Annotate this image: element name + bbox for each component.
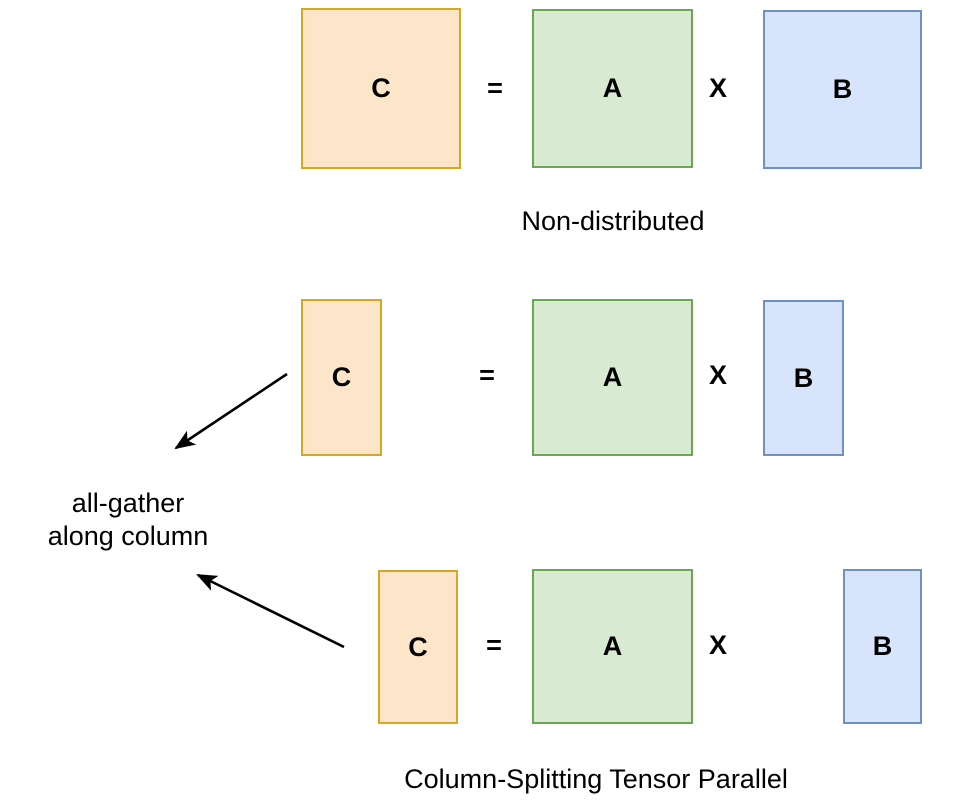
row3-times-symbol: X bbox=[708, 630, 727, 660]
row1-matrix-b: B bbox=[763, 10, 922, 169]
row1-caption: Non-distributed bbox=[521, 206, 705, 236]
row3-matrix-b-label: B bbox=[872, 631, 893, 661]
row2-matrix-a: A bbox=[532, 299, 693, 456]
row2-matrix-a-label: A bbox=[602, 362, 623, 392]
row1-times-symbol: X bbox=[708, 73, 727, 103]
all-gather-annotation: all-gather along column bbox=[28, 487, 228, 553]
row1-matrix-c-label: C bbox=[371, 73, 391, 103]
row2-equals-symbol: = bbox=[479, 360, 495, 390]
row3-equals-symbol: = bbox=[486, 630, 502, 660]
all-gather-arrow-from-shard-2 bbox=[196, 573, 345, 649]
row2-matrix-c: C bbox=[301, 299, 382, 456]
row3-caption: Column-Splitting Tensor Parallel bbox=[404, 764, 788, 794]
all-gather-annotation-line-1: all-gather bbox=[71, 488, 185, 518]
row3-matrix-c-label: C bbox=[408, 631, 428, 662]
row1-matrix-b-label: B bbox=[832, 74, 853, 104]
row3-matrix-a: A bbox=[532, 569, 693, 724]
all-gather-annotation-line-2: along column bbox=[47, 520, 209, 551]
all-gather-arrow-from-shard-1 bbox=[174, 372, 288, 450]
row2-matrix-c-label: C bbox=[331, 362, 352, 392]
row2-matrix-b: B bbox=[763, 300, 844, 456]
row2-times-symbol: X bbox=[708, 360, 727, 390]
row2-matrix-b-label: B bbox=[793, 362, 814, 393]
row1-matrix-a-label: A bbox=[602, 73, 623, 103]
row3-matrix-b: B bbox=[843, 569, 922, 724]
row1-matrix-a: A bbox=[532, 9, 693, 168]
row3-matrix-a-label: A bbox=[602, 631, 623, 661]
row1-equals-symbol: = bbox=[487, 73, 503, 103]
row3-matrix-c: C bbox=[378, 570, 458, 724]
row1-matrix-c: C bbox=[301, 8, 461, 169]
